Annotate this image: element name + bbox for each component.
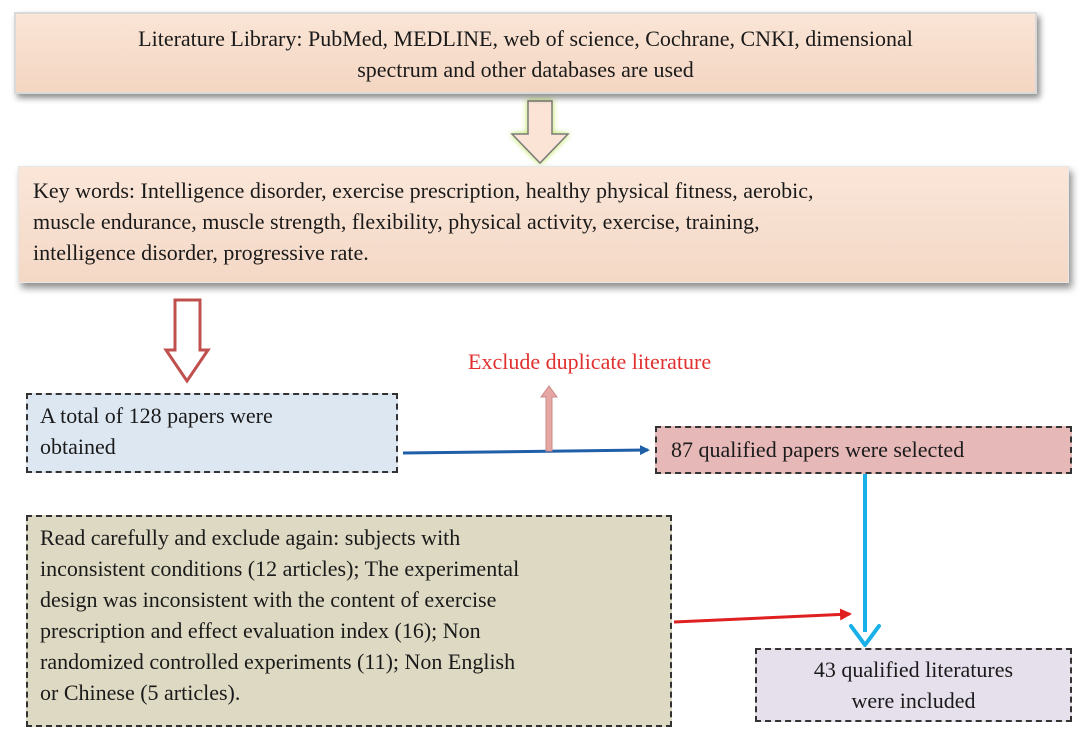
total-line-1: A total of 128 papers were — [40, 403, 273, 428]
down-arrow-keywords-to-total — [163, 298, 211, 384]
keywords-line-2: muscle endurance, muscle strength, flexi… — [33, 209, 760, 234]
literature-library-box: Literature Library: PubMed, MEDLINE, web… — [14, 12, 1037, 94]
down-arrow-library-to-keywords — [510, 100, 570, 165]
total-papers-box: A total of 128 papers were obtained — [26, 393, 398, 473]
total-line-2: obtained — [40, 434, 116, 459]
arrow-head-included — [849, 624, 881, 647]
selected-papers-box: 87 qualified papers were selected — [655, 426, 1072, 474]
exclude-line-6: or Chinese (5 articles). — [40, 680, 241, 705]
exclude-line-5: randomized controlled experiments (11); … — [40, 649, 516, 674]
keywords-line-3: intelligence disorder, progressive rate. — [33, 240, 369, 265]
exclude-line-2: inconsistent conditions (12 articles); T… — [40, 556, 520, 581]
arrow-total-to-selected — [402, 445, 650, 456]
up-arrow-exclude-duplicate — [540, 385, 558, 452]
exclude-line-1: Read carefully and exclude again: subjec… — [40, 525, 461, 550]
arrow-exclude-again-to-included — [673, 608, 852, 624]
selected-text: 87 qualified papers were selected — [671, 437, 965, 462]
keywords-box: Key words: Intelligence disorder, exerci… — [18, 166, 1069, 283]
exclude-duplicate-label: Exclude duplicate literature — [468, 349, 712, 374]
exclude-line-3: design was inconsistent with the content… — [40, 587, 497, 612]
included-literatures-box: 43 qualified literatures were included — [755, 648, 1072, 722]
included-line-2: were included — [851, 688, 976, 713]
exclude-again-box: Read carefully and exclude again: subjec… — [26, 515, 672, 727]
exclude-line-4: prescription and effect evaluation index… — [40, 618, 481, 643]
included-line-1: 43 qualified literatures — [813, 657, 1014, 682]
library-line-1: Literature Library: PubMed, MEDLINE, web… — [138, 26, 913, 51]
keywords-line-1: Key words: Intelligence disorder, exerci… — [33, 178, 814, 203]
library-line-2: spectrum and other databases are used — [357, 57, 694, 82]
